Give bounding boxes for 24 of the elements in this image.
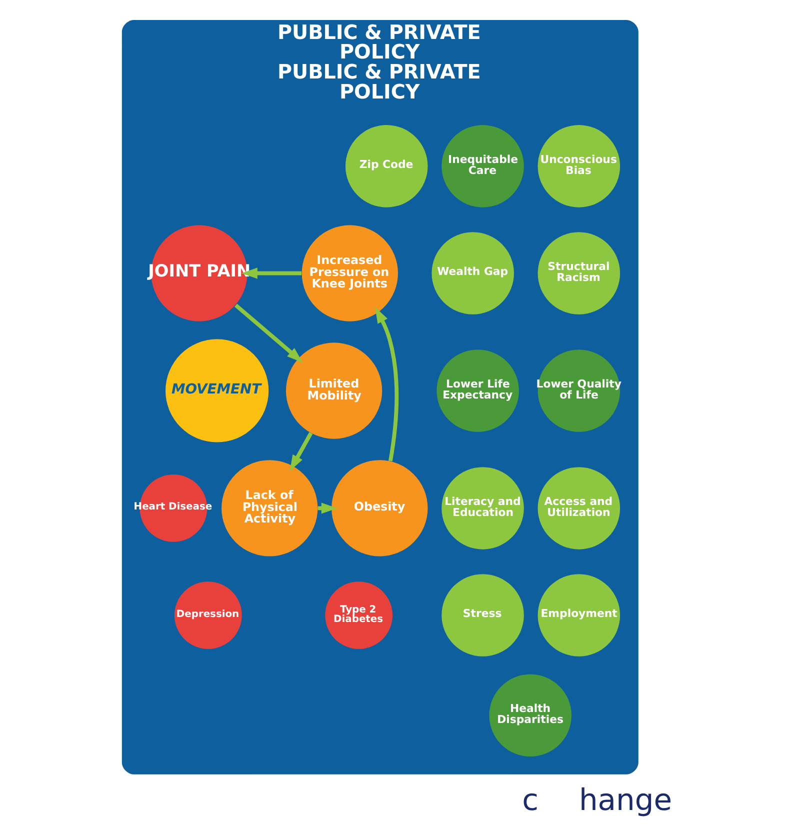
node-circle: Literacy and Education [442, 467, 524, 550]
node-circle: Lack of Physical Activity [222, 460, 318, 556]
arrow [375, 307, 398, 462]
arrow [234, 304, 303, 363]
node-circle: Health Disparities [489, 674, 572, 757]
node-circle: Depression [174, 582, 242, 649]
node-circle: Increased Pressure on Knee Joints [302, 225, 398, 322]
node-circle: Lower Life Expectancy [436, 350, 519, 432]
node-circle: Wealth Gap [432, 232, 514, 314]
node-circle: Stress [442, 574, 524, 656]
node-circle: Access and Utilization [538, 467, 620, 550]
node-circle: Structural Racism [538, 232, 620, 314]
node-circle: Employment [538, 574, 620, 656]
node-circle: Type 2 Diabetes [325, 582, 393, 649]
arrow [241, 268, 302, 279]
node-circle: Inequitable Care [442, 125, 524, 208]
node-circle: MOVEMENT [166, 339, 269, 442]
node-circle: Zip Code [345, 125, 428, 208]
node-circle: Lower Quality of Life [538, 350, 620, 432]
node-circle: Obesity [332, 460, 428, 556]
node-circle: Unconscious Bias [538, 125, 620, 208]
label: c [522, 783, 539, 818]
label: hange [578, 783, 672, 818]
arrow [290, 432, 313, 471]
